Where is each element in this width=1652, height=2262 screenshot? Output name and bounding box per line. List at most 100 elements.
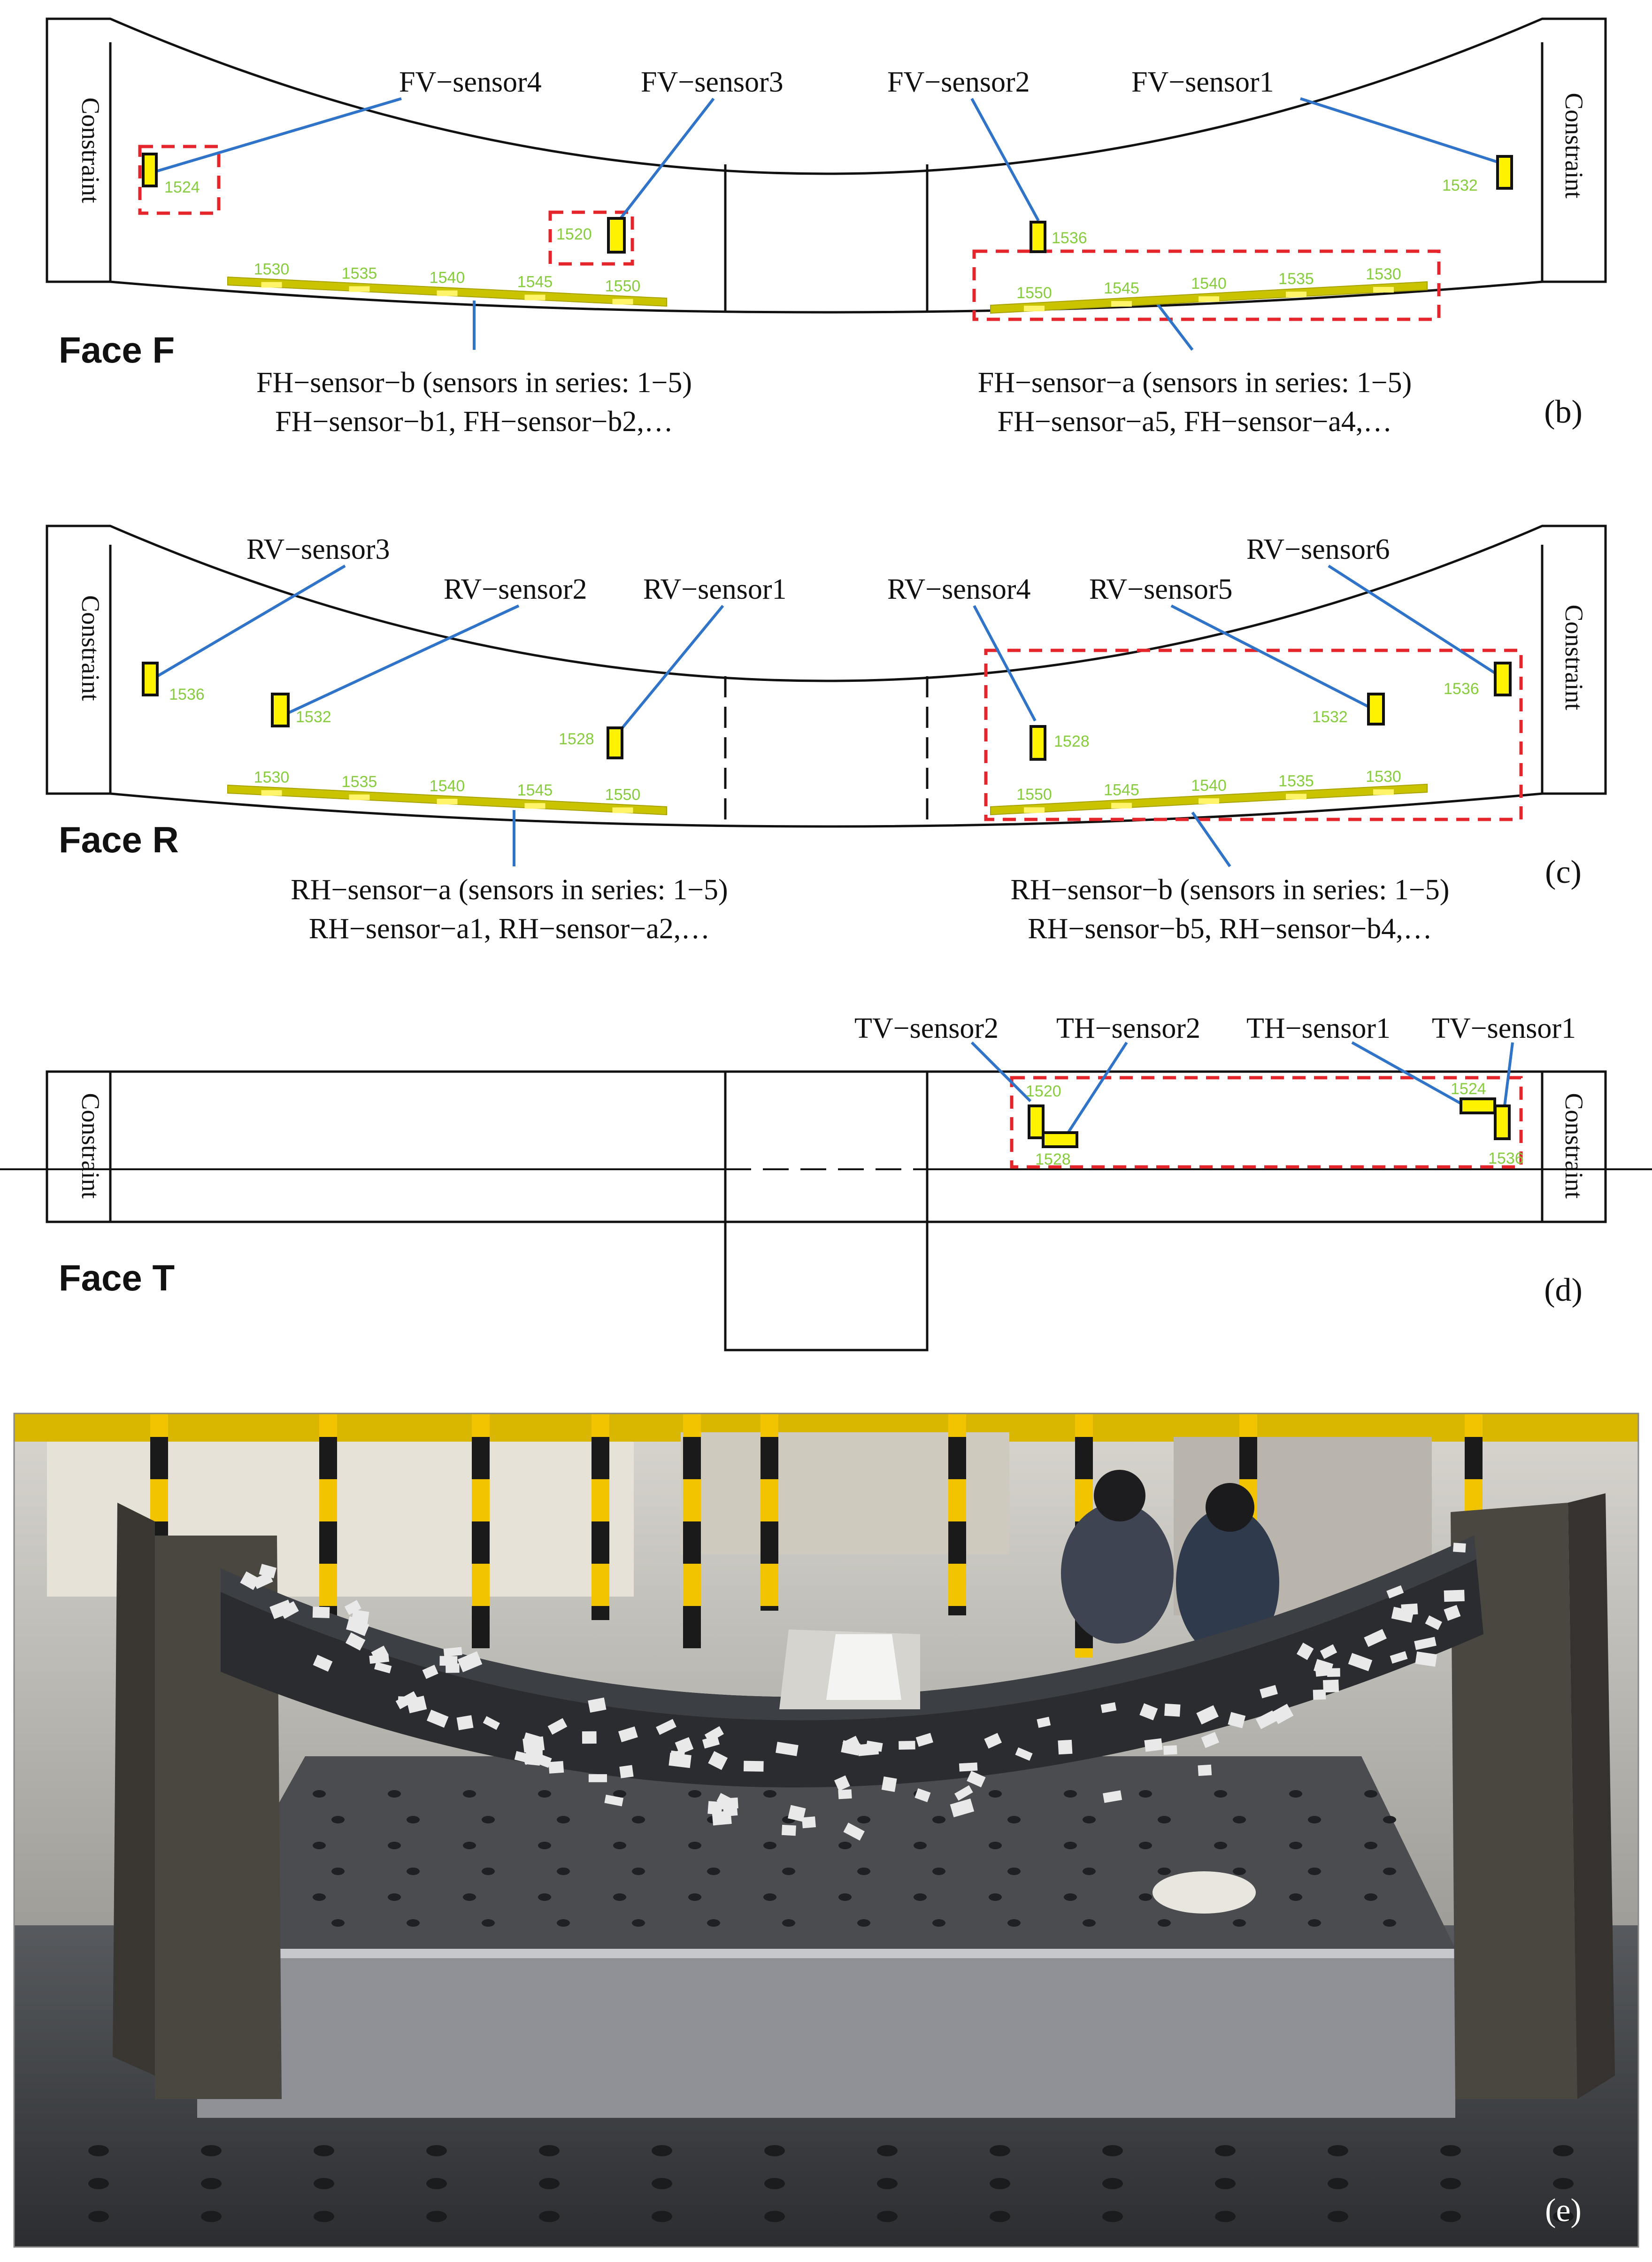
floor-bolt-hole xyxy=(1440,2178,1461,2189)
fv-sensor1-label: FV−sensor1 xyxy=(1131,66,1274,98)
beam-sensor-tag xyxy=(708,1751,728,1770)
fv-sensor2-marker xyxy=(1030,221,1046,253)
floor-bolt-hole xyxy=(877,2145,898,2156)
table-bolt-hole xyxy=(914,1893,927,1901)
beam-sensor-tag xyxy=(547,1718,568,1735)
rv-sensor1-wavelength: 1528 xyxy=(559,730,594,748)
rv-sensor6-marker xyxy=(1494,662,1512,696)
fbg-grating-mark xyxy=(349,286,370,292)
fbg-grating-mark xyxy=(1199,798,1219,804)
face-r-array-left-caption-2: RH−sensor−a1, RH−sensor−a2,… xyxy=(309,913,710,945)
floor-bolt-hole xyxy=(1328,2178,1348,2189)
floor-bolt-hole xyxy=(539,2145,560,2156)
beam-sensor-tag xyxy=(1348,1652,1373,1671)
table-bolt-hole xyxy=(538,1893,551,1901)
beam-sensor-tag xyxy=(344,1600,361,1615)
table-bolt-hole xyxy=(482,1816,495,1823)
rv-sensor5-marker xyxy=(1367,693,1385,726)
table-bolt-hole xyxy=(538,1790,551,1798)
floor-bolt-hole xyxy=(201,2178,222,2189)
face-t-diagram: Constraint Constraint 1520 1528 1524 153… xyxy=(0,1012,1652,1351)
table-bolt-hole xyxy=(482,1919,495,1927)
beam-sensor-tag xyxy=(443,1647,462,1657)
table-bolt-hole xyxy=(331,1919,345,1927)
fbg-wavelength-label: 1535 xyxy=(342,265,377,283)
table-bolt-hole xyxy=(932,1868,945,1875)
beam-sensor-tag xyxy=(950,1798,975,1818)
tv-sensor1-marker xyxy=(1494,1104,1511,1140)
table-bolt-hole xyxy=(632,1816,645,1823)
table-bolt-hole xyxy=(331,1868,345,1875)
table-bolt-hole xyxy=(763,1842,776,1849)
fbg-wavelength-label: 1530 xyxy=(254,769,290,787)
experiment-photo: (e) xyxy=(13,1413,1639,2248)
floor-bolt-hole xyxy=(990,2178,1010,2189)
beam-sensor-tag xyxy=(1058,1739,1073,1755)
beam-sensor-tag xyxy=(1453,1543,1466,1553)
face-t-highlight-box xyxy=(1010,1076,1523,1169)
fbg-grating-mark xyxy=(1286,292,1306,297)
rv-sensor5-wavelength: 1532 xyxy=(1312,708,1348,726)
floor-bolt-hole xyxy=(764,2211,785,2222)
table-bolt-hole xyxy=(1007,1919,1021,1927)
beam-sensor-tag xyxy=(514,1751,535,1764)
floor-bolt-hole xyxy=(652,2211,672,2222)
face-f-highlight-box-3 xyxy=(972,249,1441,321)
beam-sensor-tag xyxy=(618,1726,638,1743)
beam-sensor-tag xyxy=(788,1805,806,1822)
fv-sensor3-wavelength: 1520 xyxy=(556,225,592,243)
table-bolt-hole xyxy=(1233,1919,1246,1927)
table-bolt-hole xyxy=(1364,1842,1377,1849)
table-bolt-hole xyxy=(857,1816,870,1823)
beam-sensor-tag xyxy=(1201,1732,1219,1748)
fbg-grating-mark xyxy=(1024,306,1045,311)
table-bolt-hole xyxy=(932,1816,945,1823)
floor-bolt-hole xyxy=(1215,2145,1236,2156)
table-bolt-hole xyxy=(1158,1816,1171,1823)
beam-sensor-tag xyxy=(675,1737,694,1755)
table-bolt-hole xyxy=(313,1893,326,1901)
floor-bolt-hole xyxy=(1102,2178,1123,2189)
fbg-grating-mark xyxy=(1024,807,1045,813)
table-bolt-hole xyxy=(1083,1868,1096,1875)
fbg-wavelength-label: 1535 xyxy=(1278,772,1314,790)
table-bolt-hole xyxy=(1064,1842,1077,1849)
table-bolt-hole xyxy=(932,1919,945,1927)
beam-sensor-tag xyxy=(426,1709,449,1728)
floor-bolt-hole xyxy=(426,2178,447,2189)
table-bolt-hole xyxy=(1083,1919,1096,1927)
beam-sensor-tag xyxy=(369,1653,390,1664)
table-bolt-hole xyxy=(313,1842,326,1849)
beam-sensor-tag xyxy=(967,1770,986,1788)
face-f-highlight-box-2 xyxy=(548,210,634,266)
tv-sensor1-label: TV−sensor1 xyxy=(1432,1012,1576,1044)
fbg-wavelength-label: 1550 xyxy=(1016,786,1052,803)
floor-bolt-hole xyxy=(201,2211,222,2222)
fbg-wavelength-label: 1540 xyxy=(1191,777,1227,795)
fbg-grating-mark xyxy=(524,294,546,301)
table-bolt-hole xyxy=(331,1816,345,1823)
fv-sensor4-marker xyxy=(142,153,158,187)
fbg-grating-mark xyxy=(1373,789,1394,795)
rv-sensor2-label: RV−sensor2 xyxy=(444,573,587,605)
table-bolt-hole xyxy=(557,1919,570,1927)
table-bolt-hole xyxy=(1308,1816,1321,1823)
table-bolt-hole xyxy=(482,1868,495,1875)
table-bolt-hole xyxy=(688,1790,701,1798)
table-bolt-hole xyxy=(1383,1816,1396,1823)
floor-bolt-hole xyxy=(314,2178,334,2189)
floor-bolt-hole xyxy=(88,2145,109,2156)
floor-bolt-hole xyxy=(990,2145,1010,2156)
table-bolt-hole xyxy=(463,1893,476,1901)
face-r-array-right-caption-2: RH−sensor−b5, RH−sensor−b4,… xyxy=(1028,913,1432,945)
rv-sensor6-wavelength: 1536 xyxy=(1444,680,1479,698)
floor-bolt-hole xyxy=(990,2211,1010,2222)
face-r-array-left-caption-1: RH−sensor−a (sensors in series: 1−5) xyxy=(291,874,728,906)
beam-sensor-tag xyxy=(1444,1605,1461,1621)
rv-sensor1-label: RV−sensor1 xyxy=(643,573,787,605)
rv-sensor3-marker xyxy=(142,662,159,696)
beam-sensor-tag xyxy=(588,1774,607,1783)
beam-sensor-tag xyxy=(588,1697,607,1713)
fbg-grating-mark xyxy=(1373,287,1394,293)
table-bolt-hole xyxy=(989,1893,1002,1901)
